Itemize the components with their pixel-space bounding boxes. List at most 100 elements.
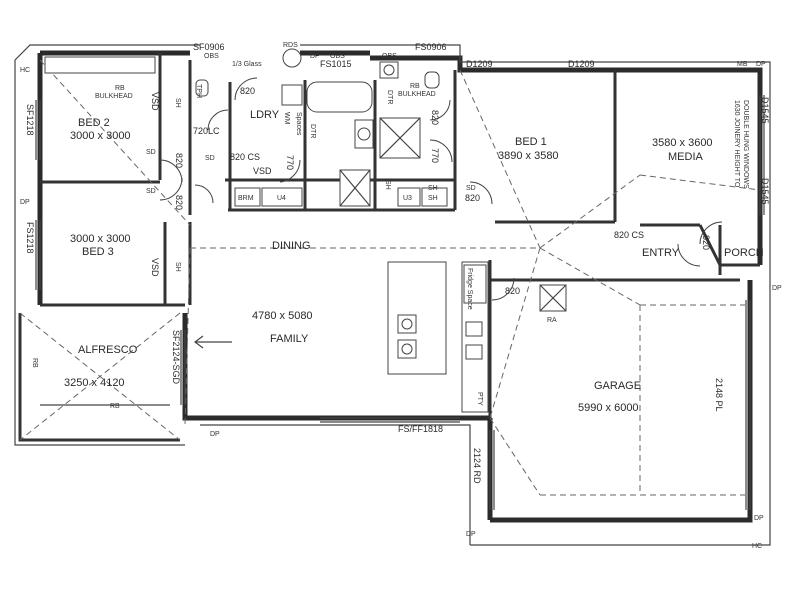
label-obs1: OBS [204, 53, 219, 60]
label-dp3: DP [210, 431, 220, 438]
label-sf1218: SF1218 [25, 104, 35, 136]
label-obs2: OBS [330, 53, 345, 60]
bed1-size: 3890 x 3580 [498, 150, 559, 162]
bath-tub [306, 81, 373, 113]
toilet-a [195, 79, 209, 97]
label-mb: MB [737, 61, 748, 68]
label-pty: PTY [476, 392, 483, 406]
family-size: 4780 x 5080 [252, 310, 313, 322]
label-820-ldry: 820 [240, 86, 255, 96]
label-dp7: DP [466, 531, 476, 538]
label-720lc: 720LC [193, 126, 220, 136]
label-820-garage: 820 [505, 286, 520, 296]
label-sf2124: SF2124-SGD [171, 330, 181, 385]
robe-bed2 [44, 56, 156, 74]
label-glass: 1/3 Glass [232, 61, 262, 68]
label-dp4: DP [756, 61, 766, 68]
label-fs1015: FS1015 [320, 59, 352, 69]
garage-size: 5990 x 6000 [578, 402, 639, 414]
label-dp6: DP [754, 515, 764, 522]
label-hc2: HC [752, 543, 762, 550]
alfresco-outline [19, 312, 181, 441]
label-sd4: SD [466, 185, 476, 192]
media-name: MEDIA [668, 151, 704, 163]
garage-name: GARAGE [594, 380, 641, 392]
label-2148pl: 2148 PL [714, 378, 724, 412]
label-sd1: SD [146, 149, 156, 156]
label-rb2: RB [410, 83, 420, 90]
label-dp2: DP [310, 53, 320, 60]
alfresco-size: 3250 x 4120 [64, 377, 125, 389]
label-820-ens: 820 [430, 110, 440, 125]
label-vsd-hall: VSD [253, 166, 272, 176]
toilet-b [424, 71, 440, 89]
label-tph: TPH [195, 84, 202, 98]
label-sh-bed3: SH [174, 262, 181, 272]
label-sd2: SD [146, 188, 156, 195]
kitchen-island [387, 261, 447, 375]
label-dtr1: DTR [309, 124, 316, 138]
window-labels: SF0906 FS0906 FS1015 D1209 D1209 SF1218 … [25, 42, 770, 484]
bed1-name: BED 1 [515, 136, 547, 148]
eave-outline [14, 44, 771, 546]
label-joinery: 1630 JOINERY HEIGHT TO [733, 100, 740, 188]
media-size: 3580 x 3600 [652, 137, 713, 149]
label-d1545-a: D1545 [760, 97, 770, 124]
label-brm: BRM [238, 195, 254, 202]
label-820cs-media: 820 CS [614, 230, 644, 240]
label-820-bed2: 820 [174, 153, 184, 168]
label-sh-hall: SH [384, 180, 391, 190]
label-770-ens: 770 [430, 148, 440, 163]
window-lines [35, 95, 765, 510]
label-820cs-hall: 820 CS [230, 152, 260, 162]
label-770-ldry: 770 [285, 155, 295, 170]
label-sh-ens: SH [428, 195, 438, 202]
fixtures [44, 48, 567, 413]
label-joinery2: DOUBLE HUNG WINDOWS [742, 100, 749, 189]
alfresco-name: ALFRESCO [78, 344, 138, 356]
label-sh-ens2: SH [428, 185, 438, 192]
label-sh-bed2: SH [174, 98, 181, 108]
porch-label: PORCH [724, 247, 764, 259]
label-bulkhead-a: BULKHEAD [95, 93, 133, 100]
bed2-name: BED 2 [78, 117, 110, 129]
label-rb3: RB [110, 403, 120, 410]
fixture-labels: BULKHEAD BULKHEAD RB RB RB RB VSD VSD VS… [20, 42, 782, 550]
label-820-bed1: 820 [465, 193, 480, 203]
label-fridge: Fridge Space [466, 268, 473, 310]
room-labels: BED 2 3000 x 3000 3000 x 3000 BED 3 BED … [64, 109, 764, 414]
label-spaces: Spaces [295, 112, 302, 136]
label-2124rd: 2124 RD [472, 448, 482, 484]
label-obs3: OBS [382, 53, 397, 60]
label-vsd-bed3: VSD [150, 258, 160, 277]
label-sd3: SD [205, 155, 215, 162]
label-820-bed3: 820 [174, 195, 184, 210]
label-fs1218: FS1218 [25, 222, 35, 254]
label-d1209-a: D1209 [466, 59, 493, 69]
label-rb1: RB [115, 85, 125, 92]
family-name: FAMILY [270, 333, 309, 345]
door-labels: 820 720LC 820 820 820 CS 770 770 820 820… [174, 86, 711, 296]
label-rds: RDS [283, 42, 298, 49]
laundry-trough [281, 84, 303, 106]
label-d1209-b: D1209 [568, 59, 595, 69]
label-ra: RA [547, 317, 557, 324]
roof-lines [39, 59, 761, 496]
entry-label: ENTRY [642, 247, 680, 259]
bed2-size: 3000 x 3000 [70, 130, 131, 142]
dining-label: DINING [272, 240, 311, 252]
label-u3: U3 [403, 195, 412, 202]
label-bulkhead-b: BULKHEAD [398, 91, 436, 98]
label-dp1: DP [20, 199, 30, 206]
door-swings [159, 77, 723, 301]
label-vsd-bed2: VSD [150, 92, 160, 111]
label-fsff1818: FS/FF1818 [398, 424, 443, 434]
label-dtr2: DTR [386, 90, 393, 104]
label-820-entry: 820 [701, 235, 711, 250]
label-u4: U4 [277, 195, 286, 202]
label-rb4: RB [31, 358, 38, 368]
arrow [194, 335, 232, 349]
label-wm: WM [283, 112, 290, 125]
label-d1545-b: D1545 [760, 178, 770, 205]
